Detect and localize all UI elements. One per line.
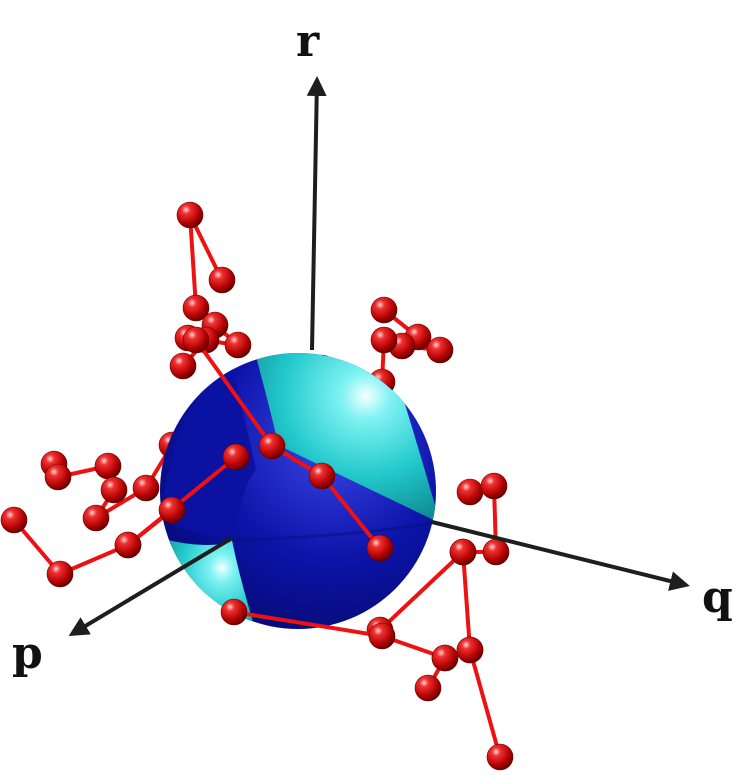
chain-bead-3-3 <box>100 476 128 504</box>
axis-p <box>68 536 234 637</box>
chain-bead-6-1 <box>480 472 508 500</box>
beads-front <box>0 326 514 771</box>
chain-bead-8-1 <box>368 622 396 650</box>
chain-bead-8-2 <box>431 644 459 672</box>
chain-bead-1-2 <box>308 462 336 490</box>
sphere <box>160 353 436 629</box>
chain-bead-6-6 <box>414 674 442 702</box>
chain-bead-7-1 <box>486 743 514 771</box>
chain-bond-1 <box>194 338 382 550</box>
chain-bead-0-7 <box>169 352 197 380</box>
chain-bead-4-3 <box>0 506 28 534</box>
axes <box>68 76 690 637</box>
axis-label-p: p <box>12 628 43 679</box>
sphere-seam <box>231 520 436 542</box>
chain-bead-6-0 <box>456 478 484 506</box>
chain-bead-1-3 <box>366 534 394 562</box>
chain-bead-3-2 <box>94 452 122 480</box>
chain-bead-0-1 <box>176 201 204 229</box>
chain-bead-0-2 <box>182 294 210 322</box>
chain-bead-2-0 <box>370 296 398 324</box>
chain-bead-4-0 <box>158 496 186 524</box>
chain-bead-7-0 <box>456 636 484 664</box>
chain-bond-5 <box>126 455 238 547</box>
chain-bead-3-5 <box>132 474 160 502</box>
chain-bead-5-0 <box>114 531 142 559</box>
chain-bead-3-1 <box>44 463 72 491</box>
chain-bead-2-4 <box>370 326 398 354</box>
chain-bead-1-1 <box>258 432 286 460</box>
chain-bead-1-0 <box>182 326 210 354</box>
chain-bead-0-0 <box>208 266 236 294</box>
chain-bead-4-2 <box>46 560 74 588</box>
chain-bead-8-0 <box>220 598 248 626</box>
chain-bead-9-0 <box>449 538 477 566</box>
axis-r <box>306 76 327 351</box>
chain-bead-0-4 <box>224 331 252 359</box>
chain-bond-7 <box>468 649 502 758</box>
chain-bead-5-1 <box>222 443 250 471</box>
chain-bond-9 <box>378 550 465 632</box>
sphere-dark-patch <box>162 360 256 540</box>
chain-bead-3-4 <box>82 504 110 532</box>
axis-label-q: q <box>702 572 733 623</box>
axis-q <box>431 520 690 591</box>
axis-label-r: r <box>296 16 320 67</box>
chain-bead-6-2 <box>482 538 510 566</box>
chain-bead-2-2 <box>426 336 454 364</box>
